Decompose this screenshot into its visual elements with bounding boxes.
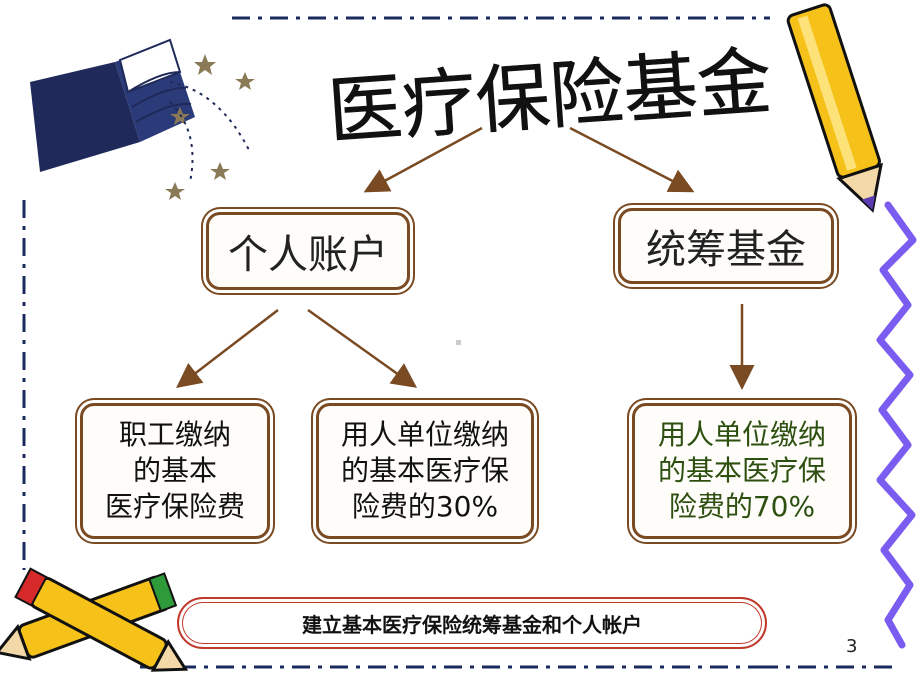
pencil-icon: [786, 3, 883, 213]
page-number: 3: [846, 636, 858, 657]
arrow-to-employer-personal-box: [307, 308, 418, 388]
employer-pooled-box: 用人单位缴纳 的基本医疗保 险费的70%: [632, 403, 852, 539]
employer-personal-line-3: 险费的30%: [351, 490, 499, 523]
pooled-fund-label: 统筹基金: [646, 227, 806, 273]
employer-personal-line-2: 的基本医疗保: [340, 454, 509, 487]
personal-account-box: 个人账户: [206, 212, 410, 290]
employer-pooled-line-2: 的基本医疗保: [657, 454, 826, 487]
employee-line-2: 的基本: [132, 454, 217, 487]
personal-account-label: 个人账户: [228, 232, 388, 278]
employer-pooled-line-3: 险费的70%: [668, 490, 816, 523]
employee-line-3: 医疗保险费: [104, 490, 245, 523]
arrow-to-employee-box: [176, 309, 279, 389]
employer-personal-line-1: 用人单位缴纳: [340, 418, 509, 451]
purple-squiggle-icon: [876, 201, 917, 649]
summary-banner: 建立基本医疗保险统筹基金和个人帐户: [177, 597, 767, 649]
summary-banner-text: 建立基本医疗保险统筹基金和个人帐户: [302, 612, 642, 637]
employer-pooled-line-1: 用人单位缴纳: [657, 418, 826, 451]
arrow-to-pooled-fund: [569, 126, 695, 193]
book-icon: [30, 38, 255, 200]
employer-personal-box: 用人单位缴纳 的基本医疗保 险费的30%: [316, 403, 534, 539]
employee-line-1: 职工缴纳: [118, 418, 231, 451]
crossed-pencils-icon: [0, 567, 189, 672]
pooled-fund-box: 统筹基金: [618, 208, 834, 284]
page-title: 医疗保险基金: [325, 40, 775, 150]
arrow-to-personal-account: [363, 126, 483, 193]
employee-contribution-box: 职工缴纳 的基本 医疗保险费: [80, 403, 270, 539]
